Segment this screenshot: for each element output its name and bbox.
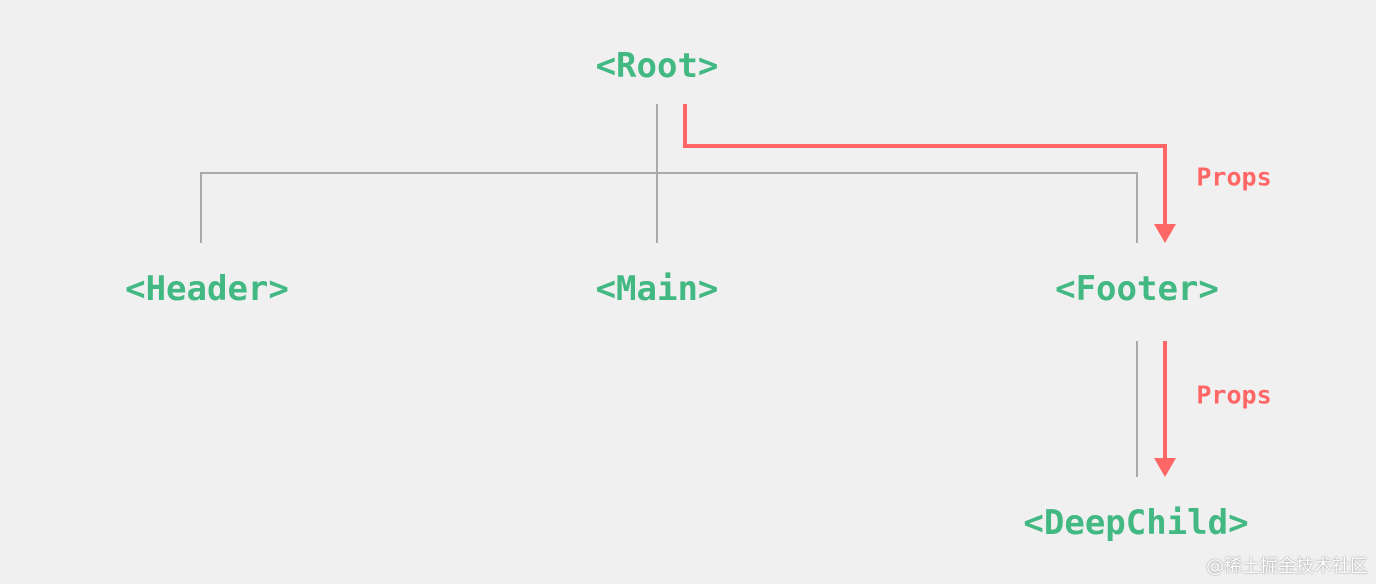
- header-node: <Header>: [125, 269, 289, 309]
- main-node: <Main>: [595, 269, 719, 309]
- watermark: @稀土掘金技术社区: [1206, 556, 1368, 577]
- root-to-footer-props-arrow: [683, 104, 1167, 226]
- footer-node: <Footer>: [1055, 269, 1219, 309]
- props-label-footer-to-deepchild: Props: [1196, 380, 1272, 410]
- deep-child-node: <DeepChild>: [1023, 503, 1249, 543]
- root-node: <Root>: [595, 46, 719, 86]
- props-label-root-to-footer: Props: [1196, 162, 1272, 192]
- footer-to-deepchild-arrowhead: [1154, 458, 1176, 477]
- root-to-footer-arrowhead: [1154, 224, 1176, 243]
